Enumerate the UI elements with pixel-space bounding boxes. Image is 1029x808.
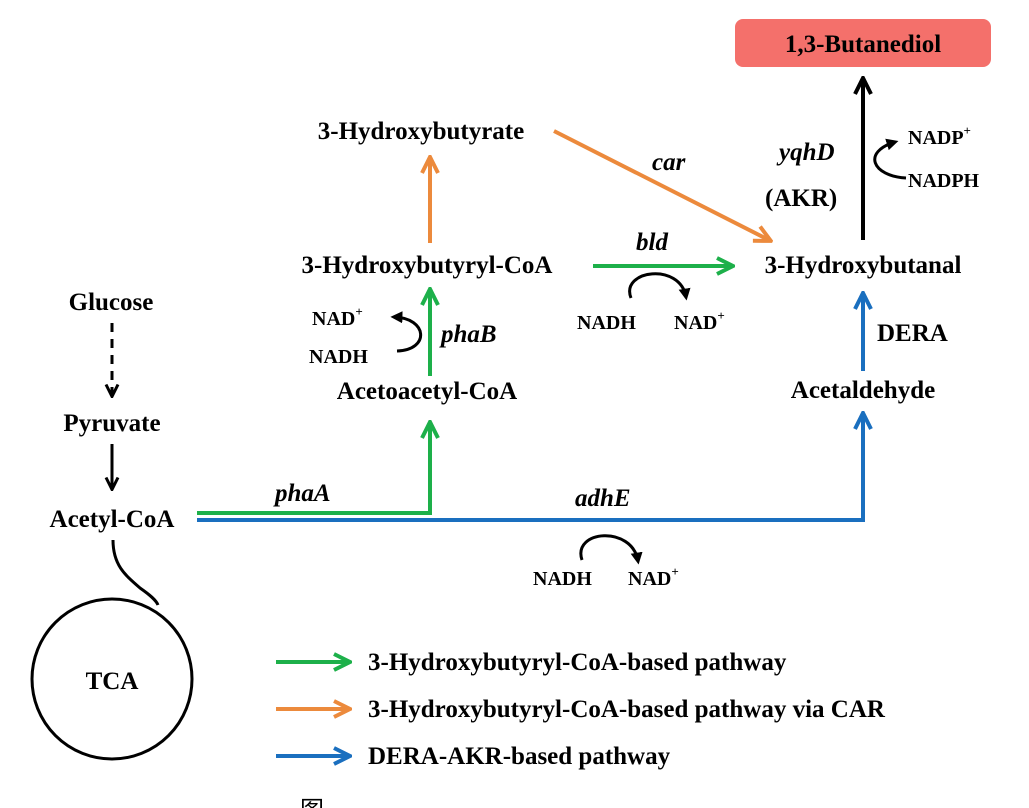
node-acetaldehyde: Acetaldehyde (791, 377, 935, 404)
phaa-green-arrow (197, 424, 430, 515)
enzyme-akr: (AKR) (765, 185, 837, 212)
cofactor-adhe-nad-plus: NAD+ (628, 564, 679, 590)
cofactor-phab-nad-plus: NAD+ (312, 304, 363, 330)
adhe-blue-arrow (197, 415, 863, 522)
node-pyruvate: Pyruvate (63, 410, 160, 437)
node-acetyl-coa: Acetyl-CoA (50, 506, 175, 533)
tca-circle (30, 597, 194, 761)
acetyl-coa-to-tca-connector (111, 539, 160, 606)
phab-cofactor-arrow (390, 311, 423, 353)
adhe-cofactor-arrow (579, 534, 643, 565)
product-box (735, 19, 991, 67)
node-tca: TCA (86, 668, 139, 695)
enzyme-bld: bld (636, 229, 668, 256)
car-orange-arrow (553, 129, 769, 240)
enzyme-phaa: phaA (273, 480, 331, 507)
enzyme-phab: phaB (439, 321, 497, 348)
enzyme-car: car (652, 149, 686, 176)
cofactor-adhe-nadh: NADH (533, 568, 592, 590)
node-acetoacetyl-coa: Acetoacetyl-CoA (337, 378, 517, 405)
node-3-hydroxybutyryl-coa: 3-Hydroxybutyryl-CoA (302, 252, 553, 279)
legend-label-blue: DERA-AKR-based pathway (368, 743, 671, 770)
product-label: 1,3-Butanediol (785, 31, 941, 58)
node-3-hydroxybutanal: 3-Hydroxybutanal (765, 252, 962, 279)
figure-caption: 图 (300, 798, 324, 808)
enzyme-adhe: adhE (575, 485, 631, 512)
node-3-hydroxybutyrate: 3-Hydroxybutyrate (318, 118, 524, 145)
legend-label-green: 3-Hydroxybutyryl-CoA-based pathway (368, 649, 787, 676)
legend-label-orange: 3-Hydroxybutyryl-CoA-based pathway via C… (368, 696, 886, 723)
enzyme-dera: DERA (877, 320, 948, 347)
cofactor-bld-nadh: NADH (577, 312, 636, 334)
cofactor-phab-nadh: NADH (309, 346, 368, 368)
cofactor-bld-nad-plus: NAD+ (674, 308, 725, 334)
enzyme-yqhd: yqhD (776, 139, 835, 166)
cofactor-nadph: NADPH (908, 170, 980, 192)
nadph-cycle-arrow (873, 138, 907, 180)
node-glucose: Glucose (69, 289, 154, 316)
bld-cofactor-arrow (628, 272, 691, 301)
cofactor-nadp-plus: NADP+ (908, 123, 971, 149)
